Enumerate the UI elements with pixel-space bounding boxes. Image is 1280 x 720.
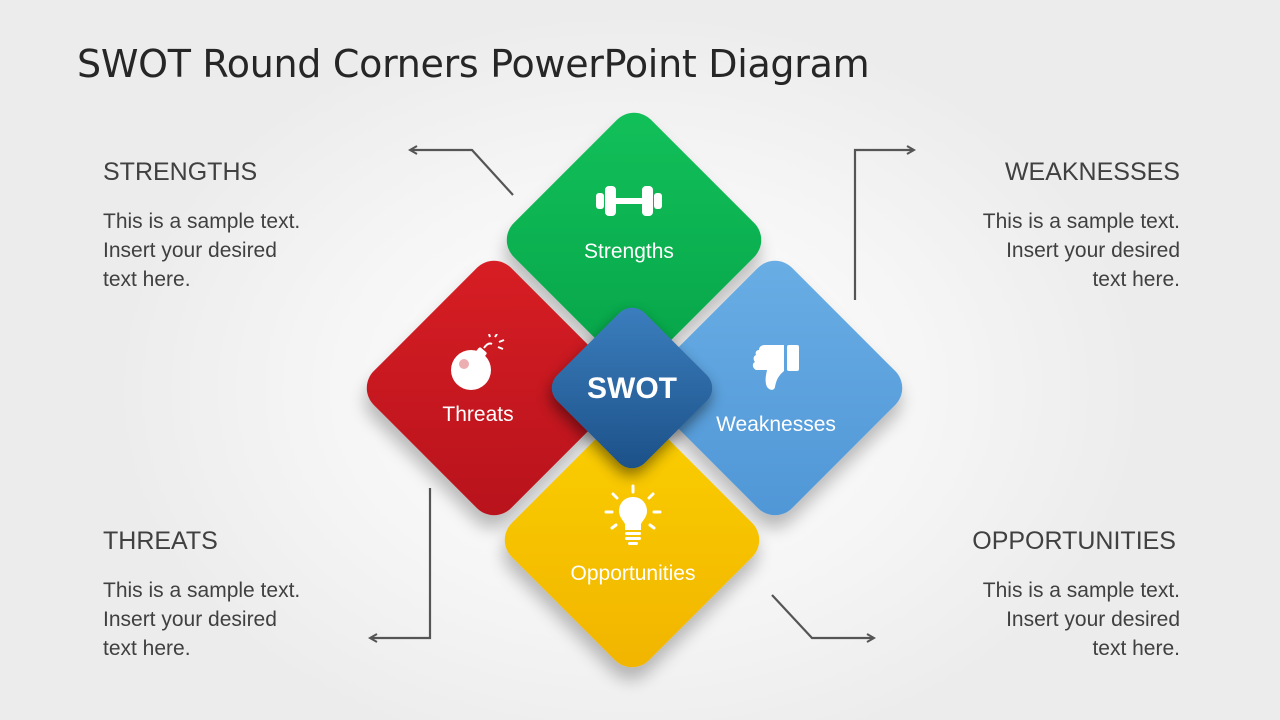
opportunities-text-block: OPPORTUNITIES This is a sample text. Ins…: [916, 526, 1180, 663]
bomb-icon: [451, 334, 505, 390]
thumbs-down-icon: [752, 345, 799, 390]
threats-body-line: Insert your desired: [103, 608, 277, 631]
weaknesses-body: This is a sample text. Insert your desir…: [920, 207, 1180, 294]
threats-text-block: THREATS This is a sample text. Insert yo…: [103, 526, 363, 663]
weaknesses-body-line: This is a sample text.: [982, 210, 1180, 233]
weaknesses-connector-arrow: [853, 150, 914, 300]
swot-center-label: SWOT: [587, 372, 677, 405]
threats-heading: THREATS: [103, 527, 218, 555]
opportunities-body-line: text here.: [1092, 637, 1180, 660]
strengths-label: Strengths: [584, 240, 674, 263]
strengths-body-line: Insert your desired: [103, 239, 277, 262]
strengths-body-line: This is a sample text.: [103, 210, 301, 233]
threats-body: This is a sample text. Insert your desir…: [103, 576, 363, 663]
strengths-body: This is a sample text. Insert your desir…: [103, 207, 363, 294]
strengths-text-block: STRENGTHS This is a sample text. Insert …: [103, 157, 363, 294]
slide-title: SWOT Round Corners PowerPoint Diagram: [77, 42, 870, 86]
opportunities-body-line: Insert your desired: [1006, 608, 1180, 631]
weaknesses-body-line: text here.: [1092, 268, 1180, 291]
strengths-heading: STRENGTHS: [103, 158, 258, 186]
strengths-connector-arrow: [410, 150, 514, 196]
opportunities-heading: OPPORTUNITIES: [972, 527, 1176, 555]
weaknesses-body-line: Insert your desired: [1006, 239, 1180, 262]
strengths-body-line: text here.: [103, 268, 191, 291]
opportunities-body-line: This is a sample text.: [982, 579, 1180, 602]
threats-label: Threats: [442, 403, 514, 426]
opportunities-label: Opportunities: [570, 562, 696, 585]
opportunities-connector-arrow: [771, 594, 874, 638]
threats-body-line: This is a sample text.: [103, 579, 301, 602]
lightbulb-icon: [604, 484, 662, 545]
weaknesses-label: Weaknesses: [716, 413, 836, 436]
weaknesses-text-block: WEAKNESSES This is a sample text. Insert…: [920, 157, 1180, 294]
threats-body-line: text here.: [103, 637, 191, 660]
weaknesses-heading: WEAKNESSES: [1004, 158, 1180, 186]
dumbbell-icon: [596, 186, 662, 216]
threats-connector-arrow: [370, 488, 432, 638]
opportunities-body: This is a sample text. Insert your desir…: [916, 576, 1180, 663]
